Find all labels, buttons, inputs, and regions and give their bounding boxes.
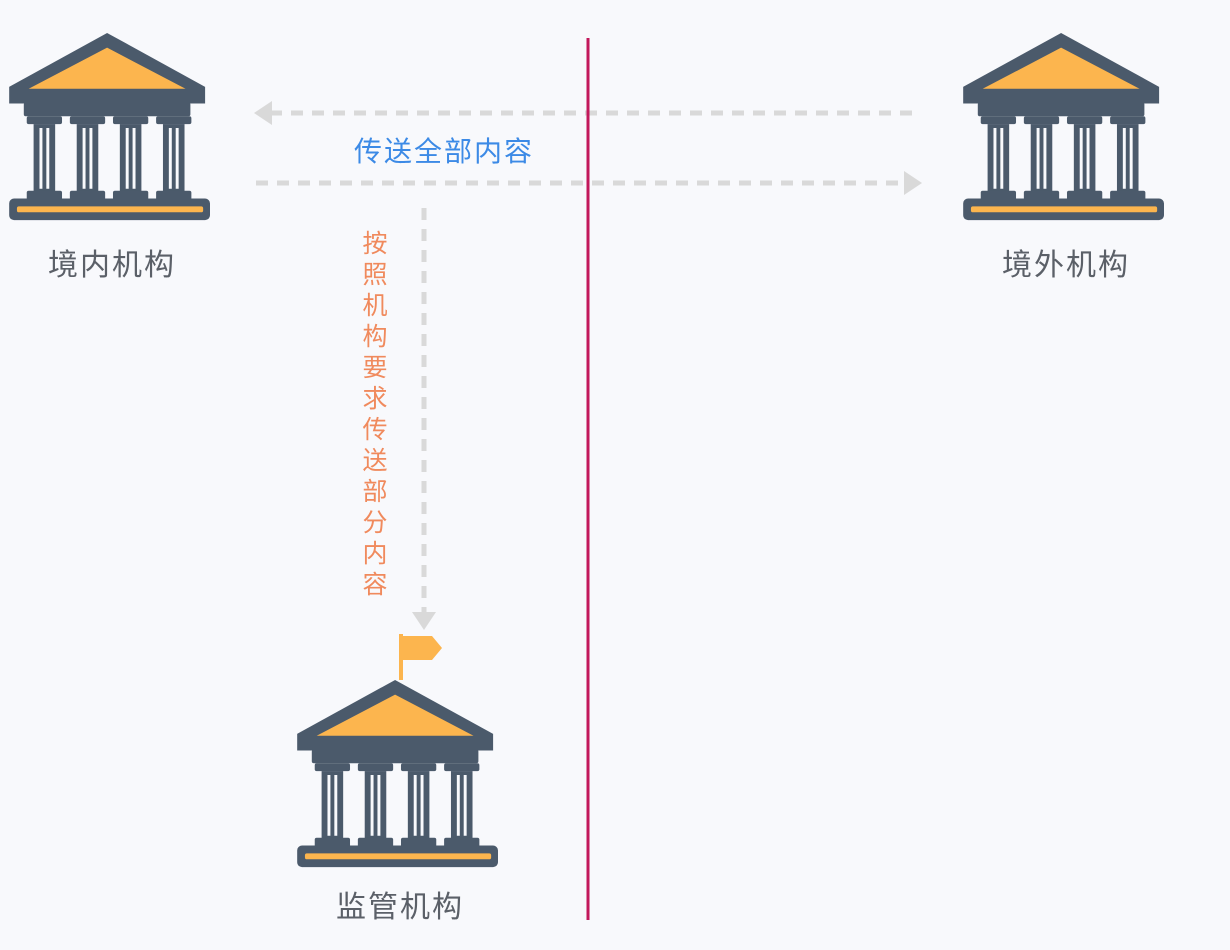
partial-transfer-label: 按照机构要求传送部分内容	[362, 229, 388, 599]
arrow-to-domestic	[254, 101, 920, 125]
overseas-org-label: 境外机构	[1002, 248, 1130, 283]
regulator-org-label: 监管机构	[336, 890, 464, 925]
full-transfer-label: 传送全部内容	[354, 135, 535, 168]
arrow-to-regulator	[412, 208, 436, 630]
arrow-to-overseas	[256, 171, 922, 195]
flag-icon	[396, 632, 446, 682]
domestic-org-label: 境内机构	[48, 248, 176, 283]
